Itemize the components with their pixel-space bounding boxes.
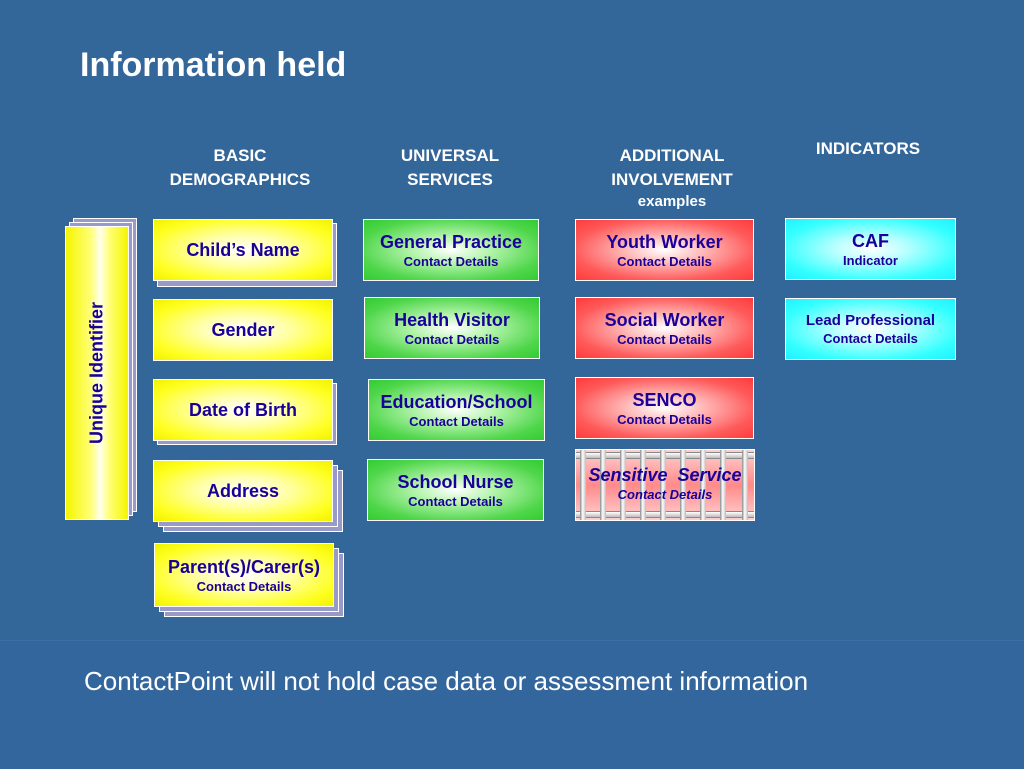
date-of-birth-label: Date of Birth [189,400,297,420]
lead-professional-box: Lead Professional Contact Details [785,298,956,360]
youth-worker-sub: Contact Details [617,253,712,269]
parents-carers-sub: Contact Details [196,578,292,594]
general-practice-sub: Contact Details [403,253,499,269]
bar-5 [660,450,666,520]
bar-6 [680,450,686,520]
education-school-label: Education/School [380,391,533,412]
sensitive-service-sub: Contact Details [617,487,713,502]
unique-identifier-label: Unique Identifier [86,301,107,445]
lead-professional-label: Lead Professional [805,312,936,329]
youth-worker-box: Youth Worker Contact Details [575,219,754,281]
footer-band [0,640,1024,769]
heading-additional-text: ADDITIONAL INVOLVEMENT [611,146,733,189]
unique-identifier-bar: Unique Identifier [65,226,129,520]
senco-box: SENCO Contact Details [575,377,754,439]
heading-basic-text: BASIC DEMOGRAPHICS [169,146,311,189]
page-title: Information held [80,46,347,84]
health-visitor-box: Health Visitor Contact Details [364,297,540,359]
general-practice-label: General Practice [379,231,523,252]
address-box: Address [153,460,333,522]
caf-indicator-box: CAF Indicator [785,218,956,280]
caf-label: CAF [852,230,889,251]
heading-indicators: INDICATORS [786,137,950,161]
footer-statement: ContactPoint will not hold case data or … [84,666,809,696]
senco-label: SENCO [632,389,697,410]
lead-professional-sub: Contact Details [823,331,918,346]
social-worker-sub: Contact Details [617,331,712,347]
gender-box: Gender [153,299,333,361]
school-nurse-box: School Nurse Contact Details [367,459,544,521]
sensitive-service-label: Sensitive Service [588,465,742,485]
parents-carers-box: Parent(s)/Carer(s) Contact Details [154,543,334,607]
education-school-box: Education/School Contact Details [368,379,545,441]
heading-basic-demographics: BASIC DEMOGRAPHICS [150,144,330,192]
heading-additional-sub: examples [637,193,707,210]
bar-4 [640,450,646,520]
general-practice-box: General Practice Contact Details [363,219,539,281]
bar-7 [700,450,706,520]
senco-sub: Contact Details [617,411,712,427]
bar-2 [600,450,606,520]
bar-1 [580,450,586,520]
social-worker-label: Social Worker [604,309,725,330]
school-nurse-sub: Contact Details [408,493,503,509]
bar-3 [620,450,626,520]
caf-sub: Indicator [843,252,898,268]
childs-name-box: Child’s Name [153,219,333,281]
youth-worker-label: Youth Worker [606,231,723,252]
parents-carers-label: Parent(s)/Carer(s) [167,556,321,577]
health-visitor-label: Health Visitor [394,309,510,330]
heading-additional-involvement: ADDITIONAL INVOLVEMENT examples [592,144,752,212]
education-school-sub: Contact Details [409,413,504,429]
health-visitor-sub: Contact Details [404,331,500,347]
social-worker-box: Social Worker Contact Details [575,297,754,359]
date-of-birth-box: Date of Birth [153,379,333,441]
address-label: Address [206,481,280,501]
heading-universal-text: UNIVERSAL SERVICES [400,146,500,189]
bar-9 [742,450,748,520]
gender-label: Gender [211,320,275,340]
heading-indicators-text: INDICATORS [815,139,921,158]
sensitive-service-box: Sensitive Service Contact Details [575,449,755,521]
bar-8 [720,450,726,520]
childs-name-label: Child’s Name [186,240,300,260]
heading-universal-services: UNIVERSAL SERVICES [370,144,530,192]
school-nurse-label: School Nurse [397,471,514,492]
sensitive-service-text: Sensitive Service Contact Details [576,464,754,503]
